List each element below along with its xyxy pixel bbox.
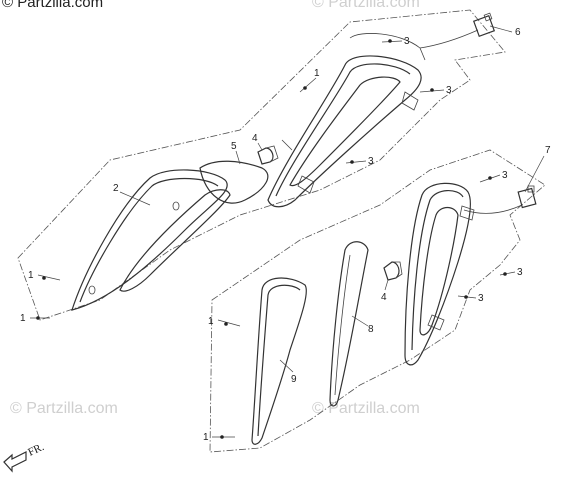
upper-assembly-boundary	[17, 9, 506, 321]
callout-9: 9	[291, 374, 297, 385]
watermark-bottom-left: © Partzilla.com	[10, 400, 118, 417]
callout-3: 3	[478, 293, 484, 304]
callout-3: 3	[404, 36, 410, 47]
callout-1: 1	[20, 313, 26, 324]
callout-3: 3	[368, 156, 374, 167]
callout-7: 7	[545, 145, 551, 156]
callout-3: 3	[502, 170, 508, 181]
lower-assembly-boundary	[209, 149, 546, 453]
callout-1: 1	[203, 432, 209, 443]
side-panel-9	[251, 277, 307, 445]
callout-6: 6	[515, 27, 521, 38]
callout-8: 8	[368, 324, 374, 335]
bulb-lower	[383, 261, 403, 281]
callout-numbers: 1 1 1 1 1 2 3 3 3 3 3 3 4 4 5 6 7 8 9	[20, 27, 551, 443]
watermark-top-left: © Partzilla.com	[2, 0, 104, 11]
callout-3: 3	[517, 267, 523, 278]
callout-2: 2	[113, 183, 119, 194]
side-cover-left	[71, 169, 231, 311]
direction-label: FR.	[26, 441, 46, 459]
lens-upper	[199, 160, 269, 204]
watermark-bottom-right: © Partzilla.com	[312, 400, 420, 417]
front-direction-indicator: FR.	[3, 441, 46, 473]
direction-arrow-icon	[3, 451, 27, 473]
lens-strip-8	[329, 241, 369, 407]
leader-lines	[30, 25, 545, 439]
callout-1: 1	[28, 270, 34, 281]
turn-signal-housing-lower	[404, 182, 537, 366]
callout-3: 3	[446, 85, 452, 96]
callout-5: 5	[231, 141, 237, 152]
watermark-top-right: © Partzilla.com	[312, 0, 420, 11]
bulb-upper	[257, 145, 279, 165]
callout-1: 1	[208, 316, 214, 327]
turn-signal-housing-upper	[267, 12, 496, 208]
callout-1: 1	[314, 68, 320, 79]
callout-4: 4	[381, 292, 387, 303]
callout-4: 4	[252, 133, 258, 144]
